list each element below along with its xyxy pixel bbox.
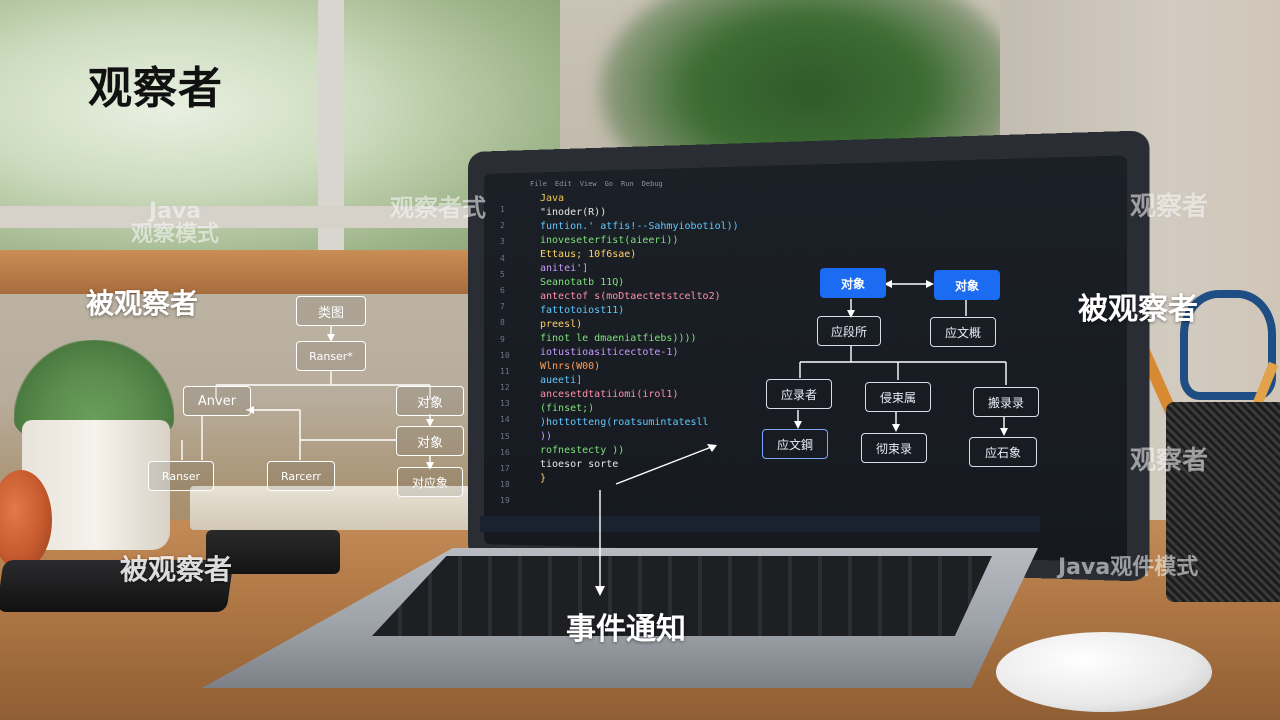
apple <box>0 470 52 570</box>
laptop-keyboard <box>372 556 992 636</box>
editor-menu-bar: File Edit View Go Run Debug <box>530 180 1070 190</box>
anver-box: Anver <box>183 386 251 416</box>
line-number: 8 <box>500 318 505 328</box>
charger <box>206 530 340 574</box>
object-box: 对象 <box>396 386 464 416</box>
code-line: Wlnrs(W00) <box>540 361 601 372</box>
screen-object-box: 对象 <box>934 270 1000 300</box>
line-number: 15 <box>500 431 510 441</box>
code-line: funtion.' atfis!--Sahmyiobotiol)) <box>540 221 739 232</box>
scissors-icon <box>1180 290 1276 400</box>
screen-object-box: 对象 <box>820 268 886 298</box>
editor-menu-item[interactable]: File <box>530 180 547 188</box>
watermark-text: 观察者 <box>1130 192 1209 222</box>
code-line: )) <box>540 431 553 442</box>
class-diagram-box: 类图 <box>296 296 366 326</box>
watermark-text: 观察者 <box>1130 446 1209 476</box>
watermark-java: Java 观察模式 <box>120 200 230 246</box>
line-number: 13 <box>500 399 510 409</box>
screen-node-box: 应石象 <box>969 437 1037 467</box>
line-number: 14 <box>500 415 510 425</box>
code-line: (finset;) <box>540 403 595 414</box>
subject-label: 被观察者 <box>1078 292 1198 327</box>
code-line: finot le dmaeniatfiebs)))) <box>540 333 697 344</box>
code-line: } <box>540 473 547 484</box>
screen-node-box: 应文概 <box>930 317 996 347</box>
event-notification-label: 事件通知 <box>566 612 686 647</box>
code-editor: Java "inoder(R)) funtion.' atfis!--Sahmy… <box>540 193 830 493</box>
code-line: antectof s(moDtaectetstcelto2) <box>540 291 721 302</box>
line-number: 5 <box>500 269 505 279</box>
line-number: 16 <box>500 447 510 457</box>
line-number: 19 <box>500 496 510 506</box>
screen-node-box: 侵束属 <box>865 382 931 412</box>
notebook <box>190 486 480 530</box>
line-number: 12 <box>500 383 510 393</box>
line-number: 11 <box>500 366 510 376</box>
code-line: preesl) <box>540 319 583 330</box>
computer-mouse <box>996 632 1212 712</box>
code-line: fattotoiost11) <box>540 305 625 316</box>
watermark-text: 观察者式 <box>390 194 486 222</box>
code-line: Seanotatb 11Q) <box>540 277 625 288</box>
editor-menu-item[interactable]: Edit <box>554 180 572 188</box>
object-box: 对象 <box>396 426 464 456</box>
subject-label: 被观察者 <box>86 287 199 320</box>
code-line: anitei'] <box>540 263 589 274</box>
editor-menu-item[interactable]: View <box>579 180 597 188</box>
line-number: 3 <box>500 237 505 247</box>
code-line: Ettaus; 10f6sae) <box>540 249 637 260</box>
code-line: aueeti] <box>540 375 583 386</box>
screen-taskbar <box>480 516 1040 532</box>
window-sill <box>0 250 560 294</box>
line-number: 6 <box>500 285 505 295</box>
page-title: 观察者 <box>88 63 223 114</box>
code-line: "inoder(R)) <box>540 207 607 218</box>
screen-node-box: 应文鋼 <box>762 429 828 459</box>
screen-node-box: 应录者 <box>766 379 832 409</box>
code-line: tioesor sorte <box>540 459 619 470</box>
code-line: Java <box>540 193 565 204</box>
code-line: iotustioasiticectote-1) <box>540 347 679 358</box>
window-frame <box>0 206 560 228</box>
code-line: )hottotteng(roatsumintatesll <box>540 417 709 428</box>
editor-menu-item[interactable]: Debug <box>641 180 663 188</box>
bottom-object-box: 对应象 <box>397 467 463 497</box>
line-number: 10 <box>500 350 510 360</box>
line-number: 17 <box>500 464 510 473</box>
line-number: 18 <box>500 480 510 490</box>
code-line: inoveseterfist(aieeri)) <box>540 235 679 246</box>
rarcerr-box: Rarcerr <box>267 461 335 491</box>
ranser-box: Ranser* <box>296 341 366 371</box>
editor-menu-item[interactable]: Go <box>604 180 614 188</box>
screen-node-box: 彻束录 <box>861 433 927 463</box>
watermark-text: 观察模式 <box>130 222 219 248</box>
editor-menu-item[interactable]: Run <box>621 180 634 188</box>
code-line: rofnestecty )) <box>540 445 625 456</box>
subject-label: 被观察者 <box>120 553 233 586</box>
pen-cup <box>1166 402 1280 602</box>
watermark-text: Java观件模式 <box>1058 555 1199 580</box>
code-line: ancesetdtatiiomi(irol1) <box>540 389 679 400</box>
screen-node-box: 应段所 <box>817 316 881 346</box>
line-number: 7 <box>500 302 505 312</box>
window-frame <box>318 0 344 270</box>
line-number: 9 <box>500 334 505 344</box>
screen-node-box: 搬录录 <box>973 387 1039 417</box>
ranser-box: Ranser <box>148 461 214 491</box>
line-number: 1 <box>500 205 505 214</box>
watermark-text: Java <box>148 199 202 224</box>
line-number: 4 <box>500 253 505 263</box>
line-number: 2 <box>500 221 505 231</box>
